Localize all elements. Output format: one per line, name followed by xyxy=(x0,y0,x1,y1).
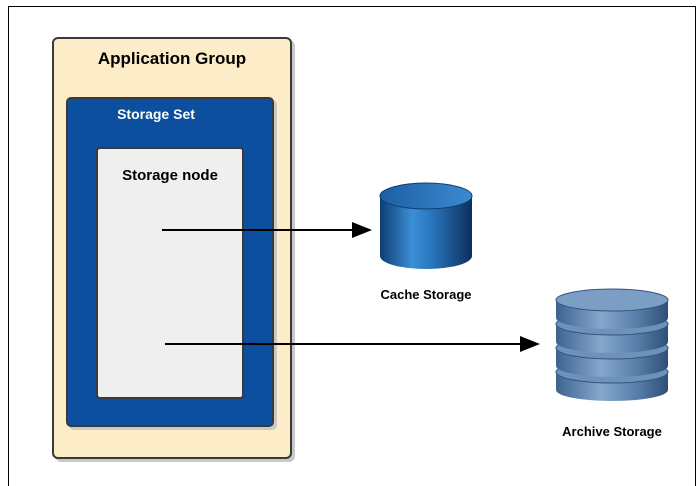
application-group-title: Application Group xyxy=(97,49,247,68)
cache-storage-label: Cache Storage xyxy=(380,287,472,302)
storage-node-title: Storage node xyxy=(122,167,218,184)
storage-set-title: Storage Set xyxy=(117,106,195,122)
cylinder-database-icon xyxy=(379,182,473,269)
diagram-frame xyxy=(8,6,696,486)
archive-storage-label: Archive Storage xyxy=(562,424,662,439)
stacked-database-icon xyxy=(555,288,669,401)
storage-node-box: Storage node xyxy=(96,147,244,399)
